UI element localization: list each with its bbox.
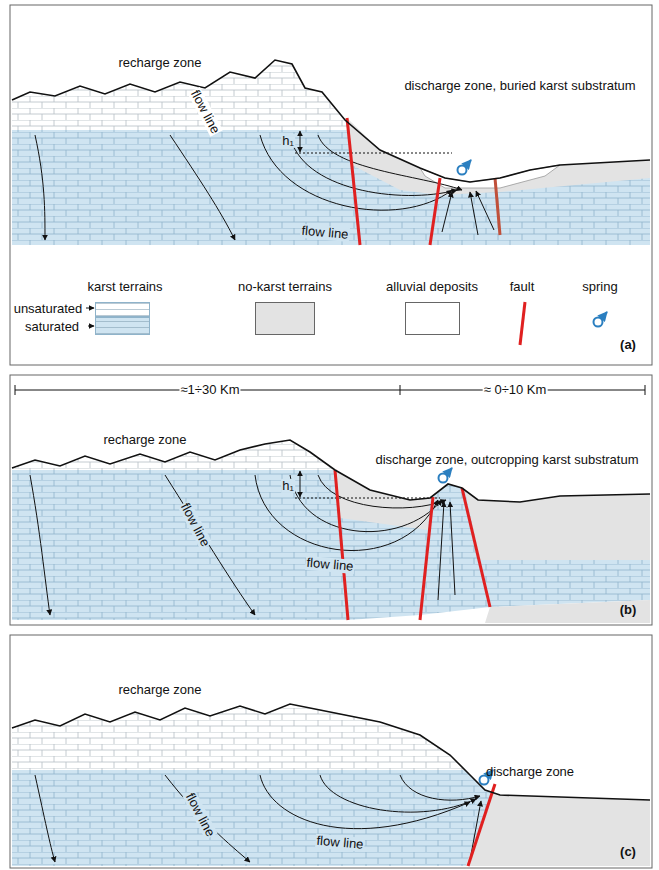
zone-label: discharge zone, outcropping karst substr… (374, 453, 639, 467)
zone-label: recharge zone (117, 56, 202, 70)
zone-label: discharge zone, buried karst substratum (403, 79, 636, 93)
panel-letter: (b) (619, 603, 638, 617)
legend-swatch (95, 317, 150, 335)
distance-label: ≈ 0÷10 Km (483, 383, 548, 397)
zone-label: recharge zone (117, 683, 202, 697)
legend-swatch (405, 302, 460, 335)
head-label: h₁ (281, 134, 295, 148)
legend-heading: karst terrains (86, 280, 163, 294)
panel-letter: (c) (619, 845, 637, 859)
legend-text: unsaturated (13, 302, 84, 316)
legend-text: fault (509, 280, 536, 294)
zone-label: discharge zone (485, 765, 575, 779)
legend-text: saturated (24, 320, 80, 334)
legend-swatch (95, 302, 150, 317)
head-label: h₁ (281, 479, 295, 493)
legend-swatch (255, 302, 315, 335)
panel-letter: (a) (619, 338, 637, 352)
distance-label: ≈1÷30 Km (179, 383, 240, 397)
legend-text: no-karst terrains (237, 280, 333, 294)
legend-text: alluvial deposits (385, 280, 479, 294)
zone-label: recharge zone (102, 433, 187, 447)
legend-text: spring (581, 280, 618, 294)
